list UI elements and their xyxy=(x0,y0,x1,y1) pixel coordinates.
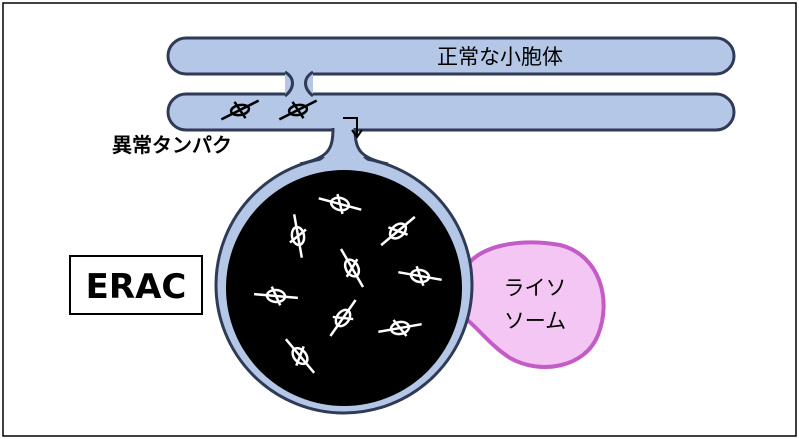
arrow-head xyxy=(351,129,363,139)
erac-core xyxy=(226,170,462,406)
protein-in-erac-2 xyxy=(289,214,307,258)
protein-in-erac-5 xyxy=(398,265,442,287)
protein-in-er-1 xyxy=(220,99,260,121)
lysosome-label-line1: ライソ xyxy=(504,276,567,300)
er-lower-tube xyxy=(166,92,736,132)
er-connector-edge-left xyxy=(284,70,294,98)
er-connector-edge-right xyxy=(304,70,314,98)
protein-in-erac-3 xyxy=(380,215,416,247)
abnormal-protein-label: 異常タンパク xyxy=(112,133,232,157)
arrow-into-erac xyxy=(343,117,358,135)
erac-proteins xyxy=(253,193,442,374)
erac-label: ERAC xyxy=(86,267,187,307)
protein-in-erac-8 xyxy=(378,319,422,337)
er-upper-tube xyxy=(166,36,736,76)
lysosome-shape xyxy=(463,240,606,369)
lysosome-label-line2: ソーム xyxy=(504,309,566,333)
erac-neck xyxy=(310,128,378,165)
erac-label-box xyxy=(69,255,203,315)
erac-neck-edge-left xyxy=(299,127,335,166)
protein-in-erac-4 xyxy=(339,248,365,288)
protein-in-erac-6 xyxy=(253,286,299,306)
protein-in-erac-1 xyxy=(318,193,362,215)
protein-in-erac-9 xyxy=(284,338,316,374)
protein-in-erac-7 xyxy=(329,299,357,337)
normal-er-label: 正常な小胞体 xyxy=(437,45,563,69)
